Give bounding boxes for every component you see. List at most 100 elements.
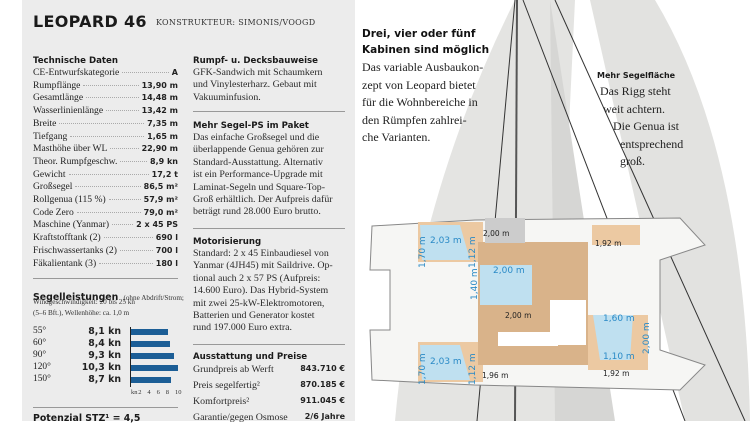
text-line: für die Wohnbereiche in	[362, 95, 478, 109]
speed-bar	[131, 353, 174, 359]
price-value: 843.710 €	[300, 364, 345, 373]
price-label: Preis segelfertig²	[193, 380, 260, 391]
dimension-label: 1,96 m	[482, 371, 509, 380]
leader-dots	[70, 135, 145, 137]
text-line: überlappende Genua gehören zur	[193, 144, 324, 156]
price-row: Preis segelfertig² 870.185 €	[193, 380, 345, 392]
spec-label: Tiefgang	[33, 130, 68, 142]
spec-value: A	[171, 68, 178, 77]
speed-bar	[131, 365, 179, 371]
leader-dots	[99, 262, 153, 264]
leader-dots	[106, 110, 139, 112]
speed-bar	[131, 329, 169, 335]
dimension-label: 1,40 m	[470, 268, 480, 300]
speed-label: 8,7 kn	[88, 374, 121, 385]
price-value: 870.185 €	[300, 380, 345, 389]
sail-heading: Segelleistungen	[33, 292, 119, 303]
text-line: und Vinylesterharz. Gebaut mit	[193, 79, 317, 91]
spec-value: 690 l	[155, 233, 178, 243]
text-line: ist ein Performance-Upgrade mit	[193, 169, 323, 181]
text-line: che Varianten.	[362, 130, 431, 144]
dimension-label: 2,03 m	[430, 357, 462, 367]
text-line: mit zwei 25-kW-Elektromotoren,	[193, 297, 325, 309]
text-line: Vakuuminfusion.	[193, 91, 261, 103]
price-value: 2/6 Jahre	[304, 412, 345, 421]
spec-label: Rumpflänge	[33, 79, 81, 91]
spec-row: Maschine (Yanmar)2 x 45 PS	[33, 219, 178, 232]
leader-dots	[112, 224, 134, 226]
page-title: LEOPARD 46	[33, 12, 147, 31]
spec-value: 8,9 kn	[150, 156, 178, 166]
designer-credit: KONSTRUKTEUR: SIMONIS/VOOGD	[156, 18, 316, 27]
text-line: Das einfache Großsegel und die	[193, 132, 320, 143]
text-line: Yanmar (4JH45) mit Saildrive. Op-	[193, 260, 333, 272]
sailarea-heading: Mehr Segelfläche	[597, 71, 676, 80]
cabins-heading: Drei, vier oder fünf Kabinen sind möglic…	[362, 26, 489, 58]
spec-row: Fäkalientank (3)180 l	[33, 258, 178, 271]
spec-label: CE-Entwurfskategorie	[33, 67, 120, 78]
spec-label: Frischwassertanks (2)	[33, 244, 117, 256]
spec-value: 79,0 m²	[143, 207, 178, 217]
divider	[33, 278, 178, 279]
spec-label: Breite	[33, 117, 57, 129]
spec-label: Code Zero	[33, 206, 74, 218]
text-line: beträgt rund 28.000 Euro brutto.	[193, 206, 321, 218]
dimension-label: 1,92 m	[603, 369, 630, 378]
dimension-label: 1,60 m	[603, 314, 635, 324]
dimension-label: 1,70 m	[418, 353, 428, 385]
axis-tick-label: kn	[131, 389, 138, 396]
speed-bar	[131, 377, 172, 383]
spec-value: 180 l	[155, 258, 178, 268]
speed-bar	[131, 341, 170, 347]
dimension-label: 2,00 m	[505, 311, 532, 320]
spec-row: Breite 7,35 m	[33, 118, 178, 131]
angle-label: 150°	[33, 374, 51, 384]
sail-note: (5–6 Bft.), Wellenhöhe: ca. 1,0 m	[33, 309, 130, 317]
text-line: GFK-Sandwich mit Schaumkern	[193, 67, 323, 78]
leader-dots	[103, 237, 153, 239]
spec-row: Theor. Rumpfgeschw.8,9 kn	[33, 156, 178, 169]
spec-value: 17,2 t	[151, 169, 178, 179]
spec-row: Kraftstofftank (2)690 l	[33, 232, 178, 245]
leader-dots	[59, 122, 145, 124]
text-line: Groß erhältlich. Der Aufpreis dafür	[193, 194, 333, 206]
axis-tick-label: 2	[138, 389, 142, 396]
spec-label: Rollgenua (115 %)	[33, 194, 106, 205]
price-label: Garantie/gegen Osmose	[193, 412, 288, 423]
chart-row: 150° 8,7 kn	[33, 374, 193, 386]
floor-plan	[369, 217, 706, 391]
spec-value: 14,48 m	[141, 93, 178, 103]
spec-label: Maschine (Yanmar)	[33, 219, 110, 231]
text-line: Laminat-Segeln und Square-Top-	[193, 181, 326, 193]
chart-row: 55°8,1 kn	[33, 326, 193, 338]
divider	[193, 111, 345, 112]
motor-heading: Motorisierung	[193, 237, 262, 247]
spec-panel	[22, 0, 355, 421]
leader-dots	[86, 97, 139, 99]
dimension-label: 1,92 m	[595, 239, 622, 248]
angle-label: 120°	[33, 362, 51, 372]
chart-axis	[130, 327, 131, 387]
text-line: Das Rigg steht	[600, 84, 671, 98]
leader-dots	[68, 173, 149, 175]
price-label: Komfortpreis²	[193, 396, 250, 407]
prices-heading: Ausstattung und Preise	[193, 352, 308, 362]
speed-label: 10,3 kn	[81, 362, 121, 373]
cabins-title-line: Drei, vier oder fünf	[362, 28, 476, 40]
spec-value: 13,90 m	[141, 80, 178, 90]
text-line: Standard-Ausstattung. Alternativ	[193, 156, 323, 168]
dimension-label: 2,00 m	[493, 266, 525, 276]
sail-note: Windgeschwindigkeit: 20 bis 25 kn	[33, 298, 135, 306]
dimension-label: 1,10 m	[603, 352, 635, 362]
divider	[33, 407, 178, 408]
text-line: weit achtern.	[603, 101, 665, 116]
text-line: den Rümpfen zahlrei-	[362, 112, 467, 127]
spec-value: 7,35 m	[147, 118, 178, 128]
